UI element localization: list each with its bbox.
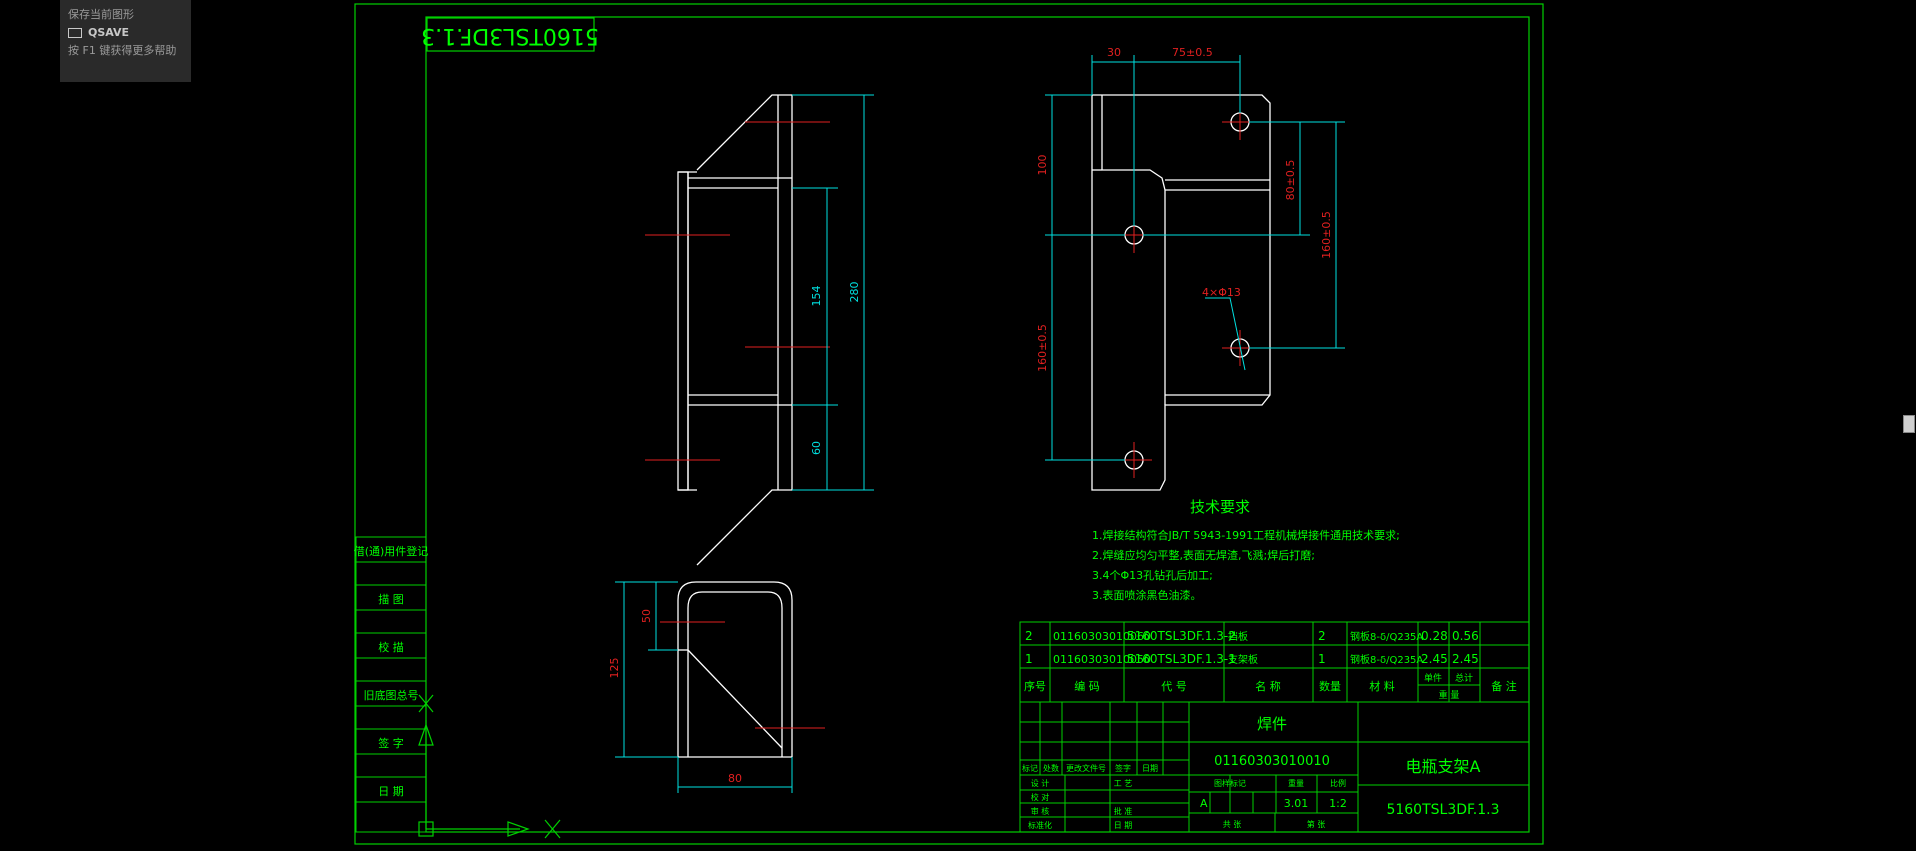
bom-r2-c7: 2.45 [1421,652,1448,666]
bom-r2-c5: 1 [1318,652,1326,666]
bom-r2-c3: 5160TSL3DF.1.3-1 [1127,652,1236,666]
bom-h-2: 编 码 [1074,679,1100,693]
bom-h-7: 单件 [1424,672,1442,684]
tb-file: 更改文件号 [1066,763,1106,773]
tb-drawing-no: 5160TSL3DF.1.3 [1386,802,1499,818]
bom-r2-c8: 2.45 [1452,652,1479,666]
tb-doc-type: 焊件 [1257,715,1287,733]
bom-r1-c5: 2 [1318,629,1326,643]
side-stamp-column [355,536,427,833]
dim-100: 100 [1036,155,1049,176]
tb-stage-h: 图样标记 [1214,778,1246,788]
dim-80-bottom: 80 [728,772,742,785]
tb-design: 设 计 [1031,778,1050,788]
bottom-dimensions [615,581,793,793]
corner-code-box: 5160TSL3DF.1.3 [421,17,599,52]
side-view [1091,94,1271,491]
bom-r2-c2: 01160303010050 [1053,653,1151,666]
bom-h-3: 代 号 [1161,680,1187,693]
bom-r1-c2: 01160303010060 [1053,630,1151,643]
bottom-centerlines [660,621,825,729]
bom-h-1: 序号 [1024,679,1046,693]
tb-mark: 标记 [1022,763,1038,773]
tooltip-command-name: QSAVE [88,26,130,39]
stamp-label-2: 描 图 [378,592,404,606]
tb-sign: 签字 [1115,763,1131,773]
bom-h-6: 材 料 [1369,679,1395,693]
tb-part-name: 电瓶支架A [1406,757,1481,776]
tech-req-line-2: 2.焊缝应均匀平整,表面无焊渣,飞溅;焊后打磨; [1092,548,1315,562]
tech-req-line-1: 1.焊接结构符合JB/T 5943-1991工程机械焊接件通用技术要求; [1092,528,1400,542]
tooltip-help: 按 F1 键获得更多帮助 [68,44,177,57]
tb-scale: 1:2 [1329,797,1347,810]
tech-req-title: 技术要求 [1190,498,1250,516]
tb-sheets: 共 张 [1223,820,1242,829]
dim-50: 50 [640,609,653,623]
stamp-label-6: 日 期 [378,785,404,798]
front-view [677,94,793,566]
tb-weight-h: 重量 [1288,778,1304,788]
dim-60: 60 [810,441,823,455]
tooltip-title: 保存当前图形 [68,8,134,21]
bom-r1-c7: 0.28 [1421,629,1448,643]
front-centerlines [645,121,830,461]
bottom-view [677,581,793,758]
tb-page: 第 张 [1307,819,1326,829]
command-tooltip: 保存当前图形 QSAVE 按 F1 键获得更多帮助 [60,0,191,82]
bom-r1-c3: 5160TSL3DF.1.3-2 [1127,629,1236,643]
dim-160-right: 160±0.5 [1320,211,1333,259]
tb-approve: 批 准 [1114,806,1133,816]
dim-280: 280 [848,282,861,303]
keyboard-icon [68,28,82,38]
bom-r1-c6: 钢板8-δ/Q235A [1350,630,1423,643]
bom-r2-c1: 1 [1025,652,1033,666]
stamp-label-3: 校 描 [378,640,404,654]
tb-stage: A [1200,797,1208,810]
dim-80: 80±0.5 [1284,160,1297,201]
dim-hole-note: 4×Φ13 [1202,286,1241,299]
bom-r1-c4: 挡板 [1228,630,1248,643]
bom-r1-c8: 0.56 [1452,629,1479,643]
dim-30: 30 [1107,46,1121,59]
tb-date: 日期 [1142,764,1158,773]
tech-requirements: 技术要求 1.焊接结构符合JB/T 5943-1991工程机械焊接件通用技术要求… [1092,498,1400,602]
title-block-grid [1019,701,1530,833]
ucs-icon [418,694,561,839]
tb-std: 标准化 [1028,820,1052,830]
tb-weight: 3.01 [1284,797,1309,810]
vertical-scrollbar-thumb[interactable] [1903,415,1915,433]
tech-req-line-4: 3.表面喷涂黑色油漆。 [1092,588,1202,602]
tech-req-line-3: 3.4个Φ13孔钻孔后加工; [1092,568,1213,582]
front-dimensions [792,94,874,491]
sheet-border [354,3,1544,845]
bom-h-4: 名 称 [1255,679,1281,693]
side-dimensions [1045,55,1345,461]
dim-154: 154 [810,286,823,307]
tb-part-code: 01160303010010 [1214,754,1330,769]
tb-scale-h: 比例 [1330,778,1346,788]
dim-75: 75±0.5 [1172,46,1213,59]
corner-code-text: 5160TSL3DF.1.3 [421,23,599,48]
tb-qty: 处数 [1043,763,1059,773]
stamp-label-1: 借(通)用件登记 [354,544,429,558]
tooltip-command: QSAVE [68,24,183,42]
bom-r2-c4: 支架板 [1228,653,1258,666]
tb-check: 校 对 [1031,792,1050,802]
tb-process: 工 艺 [1114,779,1133,788]
bom-r1-c1: 2 [1025,629,1033,643]
dim-160-left: 160±0.5 [1036,324,1049,372]
bom-h-9: 备 注 [1491,679,1517,693]
bom-h-5: 数量 [1319,680,1341,693]
stamp-label-5: 签 字 [378,736,404,750]
dim-125: 125 [608,658,621,679]
stamp-label-4: 旧底图总号 [364,688,419,702]
bom-h-weight: 重 量 [1439,689,1460,701]
bom-h-8: 总计 [1455,672,1473,684]
tb-date2: 日 期 [1114,821,1133,830]
tb-review: 审 核 [1031,806,1050,816]
bom-r2-c6: 钢板8-δ/Q235A [1350,653,1423,666]
